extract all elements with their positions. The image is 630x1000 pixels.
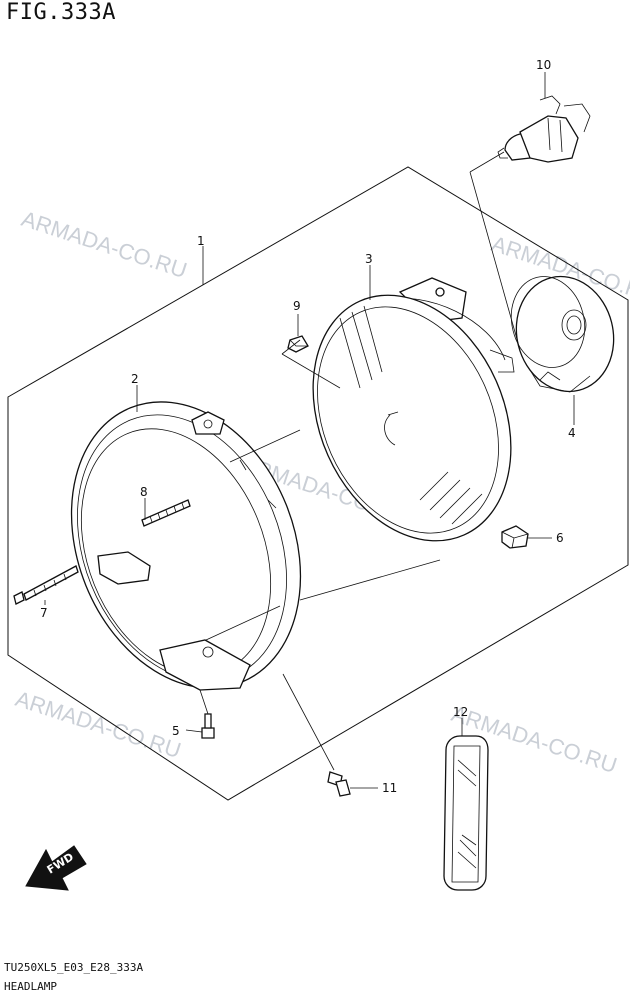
nut-6-part <box>501 525 529 549</box>
callout-12: 12 <box>453 705 468 719</box>
callout-numbers: 1 2 3 4 5 6 7 8 9 10 11 12 <box>40 58 576 795</box>
figure-code: TU250XL5_E03_E28_333A <box>4 961 144 974</box>
screw-11-part <box>327 771 351 797</box>
callout-2: 2 <box>131 372 139 386</box>
callout-3: 3 <box>365 252 373 266</box>
spring-screw-part <box>141 499 191 527</box>
callout-4: 4 <box>568 426 576 440</box>
callout-1: 1 <box>197 234 205 248</box>
nut-9-part <box>287 335 309 353</box>
callout-5: 5 <box>172 724 180 738</box>
callout-10: 10 <box>536 58 551 72</box>
figure-title: FIG.333A <box>6 0 116 25</box>
watermark-1: ARMADA-CO.RU <box>18 206 190 283</box>
reflector-part <box>443 735 489 891</box>
screw-5-part <box>201 713 215 739</box>
leader-lines <box>44 72 575 789</box>
figure-name: HEADLAMP <box>4 980 57 993</box>
callout-9: 9 <box>293 299 301 313</box>
callout-8: 8 <box>140 485 148 499</box>
bulb-socket-part <box>510 275 615 393</box>
forward-arrow-icon: FWD <box>25 845 87 891</box>
assembly-outline <box>7 166 629 801</box>
callout-7: 7 <box>40 606 48 620</box>
watermark-4: ARMADA-CO.RU <box>12 686 184 763</box>
bulb-part <box>497 95 591 163</box>
long-screw-part <box>13 565 79 605</box>
rim-part <box>70 401 302 691</box>
headlamp-unit-part <box>312 277 515 542</box>
callout-11: 11 <box>382 781 397 795</box>
callout-6: 6 <box>556 531 564 545</box>
